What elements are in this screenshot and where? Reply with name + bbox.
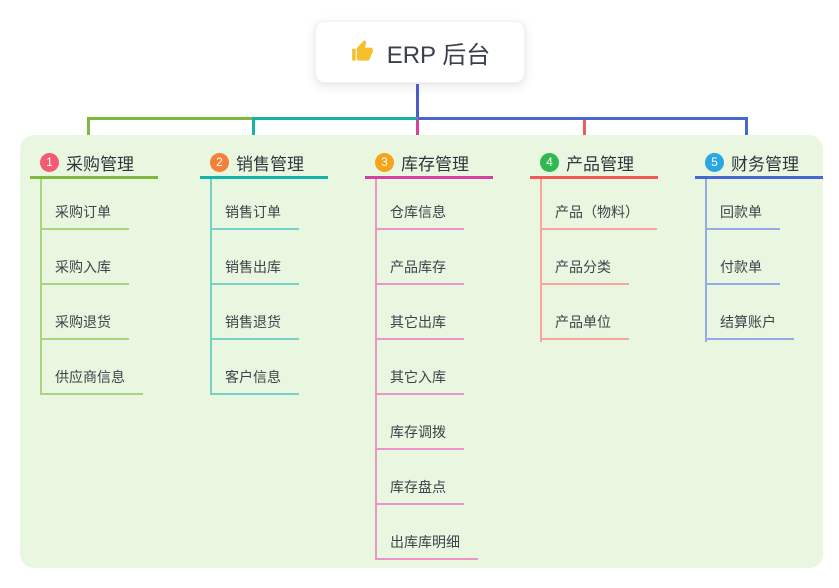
node-product-category[interactable]: 产品分类 xyxy=(540,230,690,285)
branch-inventory: 3 库存管理 仓库信息 产品库存 其它出库 其它入库 库存调拨 库存盘点 出库库… xyxy=(365,149,525,560)
badge-3: 3 xyxy=(375,153,394,172)
branch-finance: 5 财务管理 回款单 付款单 结算账户 xyxy=(695,149,839,342)
trunk-segment-sales xyxy=(253,117,418,120)
branch-label-finance[interactable]: 5 财务管理 xyxy=(695,149,823,179)
branch-product: 4 产品管理 产品（物料） 产品分类 产品单位 xyxy=(530,149,690,342)
node-label: 库存调拨 xyxy=(375,422,464,450)
stub-inventory xyxy=(416,119,419,142)
branch-title: 采购管理 xyxy=(66,155,134,174)
branch-purchase: 1 采购管理 采购订单 采购入库 采购退货 供应商信息 xyxy=(30,149,190,395)
node-stock-transfer[interactable]: 库存调拨 xyxy=(375,395,525,450)
node-label: 回款单 xyxy=(705,202,780,230)
node-sales-outbound[interactable]: 销售出库 xyxy=(210,230,360,285)
node-purchase-order[interactable]: 采购订单 xyxy=(40,179,190,230)
badge-2: 2 xyxy=(210,153,229,172)
node-label: 付款单 xyxy=(705,257,780,285)
node-label: 客户信息 xyxy=(210,367,299,395)
node-label: 库存盘点 xyxy=(375,477,464,505)
node-product-material[interactable]: 产品（物料） xyxy=(540,179,690,230)
node-label: 销售订单 xyxy=(210,202,299,230)
branch-child-line xyxy=(375,179,377,560)
node-settlement-account[interactable]: 结算账户 xyxy=(705,285,839,340)
node-label: 产品单位 xyxy=(540,312,629,340)
stub-purchase xyxy=(87,117,90,142)
branch-title: 产品管理 xyxy=(566,155,634,174)
stub-product xyxy=(583,120,586,139)
branch-title: 库存管理 xyxy=(401,155,469,174)
branch-child-line xyxy=(705,179,707,342)
trunk-segment-purchase xyxy=(87,117,253,120)
node-label: 采购退货 xyxy=(40,312,129,340)
node-label: 结算账户 xyxy=(705,312,794,340)
node-payment-bill[interactable]: 付款单 xyxy=(705,230,839,285)
node-product-unit[interactable]: 产品单位 xyxy=(540,285,690,340)
node-customer-info[interactable]: 客户信息 xyxy=(210,340,360,395)
node-label: 产品分类 xyxy=(540,257,629,285)
node-stock-check[interactable]: 库存盘点 xyxy=(375,450,525,505)
node-label: 采购订单 xyxy=(40,202,129,230)
branch-label-purchase[interactable]: 1 采购管理 xyxy=(30,149,158,179)
node-label: 仓库信息 xyxy=(375,202,464,230)
node-outbound-detail[interactable]: 出库库明细 xyxy=(375,505,525,560)
branch-child-line xyxy=(540,179,542,342)
branch-child-line xyxy=(210,179,212,395)
stub-finance xyxy=(745,117,748,142)
node-label: 出库库明细 xyxy=(375,532,478,560)
node-sales-order[interactable]: 销售订单 xyxy=(210,179,360,230)
node-purchase-inbound[interactable]: 采购入库 xyxy=(40,230,190,285)
node-label: 产品库存 xyxy=(375,257,464,285)
node-supplier-info[interactable]: 供应商信息 xyxy=(40,340,190,395)
branches-panel xyxy=(20,135,823,568)
node-label: 销售退货 xyxy=(210,312,299,340)
node-label: 供应商信息 xyxy=(40,367,143,395)
node-label: 销售出库 xyxy=(210,257,299,285)
branch-title: 财务管理 xyxy=(731,155,799,174)
node-receipt-bill[interactable]: 回款单 xyxy=(705,179,839,230)
trunk-segment-finance xyxy=(418,117,748,120)
node-label: 其它出库 xyxy=(375,312,464,340)
branch-label-sales[interactable]: 2 销售管理 xyxy=(200,149,328,179)
node-other-inbound[interactable]: 其它入库 xyxy=(375,340,525,395)
node-label: 采购入库 xyxy=(40,257,129,285)
node-purchase-return[interactable]: 采购退货 xyxy=(40,285,190,340)
branch-sales: 2 销售管理 销售订单 销售出库 销售退货 客户信息 xyxy=(200,149,360,395)
node-warehouse-info[interactable]: 仓库信息 xyxy=(375,179,525,230)
node-label: 产品（物料） xyxy=(540,202,657,230)
stub-sales xyxy=(252,117,255,142)
branch-title: 销售管理 xyxy=(236,155,304,174)
branch-label-product[interactable]: 4 产品管理 xyxy=(530,149,658,179)
badge-5: 5 xyxy=(705,153,724,172)
badge-1: 1 xyxy=(40,153,59,172)
root-connector-line xyxy=(416,84,419,120)
root-node[interactable]: ERP 后台 xyxy=(315,21,525,83)
node-other-outbound[interactable]: 其它出库 xyxy=(375,285,525,340)
node-label: 其它入库 xyxy=(375,367,464,395)
branch-child-line xyxy=(40,179,42,395)
node-sales-return[interactable]: 销售退货 xyxy=(210,285,360,340)
thumbs-up-icon xyxy=(350,39,376,65)
root-title: ERP 后台 xyxy=(386,41,491,69)
branch-label-inventory[interactable]: 3 库存管理 xyxy=(365,149,493,179)
node-product-stock[interactable]: 产品库存 xyxy=(375,230,525,285)
badge-4: 4 xyxy=(540,153,559,172)
